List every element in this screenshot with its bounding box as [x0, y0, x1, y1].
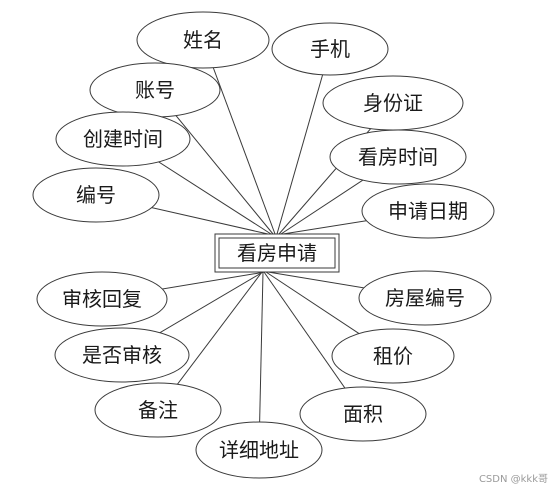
- attribute-label: 是否审核: [82, 343, 162, 367]
- entity-kanfangshenqing: 看房申请: [214, 233, 340, 273]
- connector-line-shouji: [276, 48, 331, 235]
- attribute-ellipse: [358, 270, 492, 326]
- entity-box-inner: [218, 237, 336, 269]
- attribute-shenfenzheng: 身份证: [322, 75, 464, 131]
- attribute-label: 手机: [310, 37, 350, 61]
- attribute-zhanghao: 账号: [89, 62, 221, 118]
- attribute-label: 面积: [343, 402, 383, 426]
- attribute-ellipse: [36, 271, 168, 327]
- attribute-xingming: 姓名: [136, 11, 270, 69]
- attribute-bianhao: 编号: [32, 167, 160, 223]
- attribute-shenqingriqi: 申请日期: [361, 183, 495, 239]
- attribute-shouji: 手机: [271, 22, 389, 76]
- entity-box: [214, 233, 340, 273]
- attribute-label: 姓名: [183, 28, 223, 52]
- attribute-label: 创建时间: [83, 127, 163, 151]
- attribute-xiangxidizhi: 详细地址: [195, 421, 323, 479]
- attribute-label: 账号: [135, 78, 175, 102]
- connector-line-xiangxidizhi: [258, 271, 264, 451]
- attribute-label: 看房时间: [358, 145, 438, 169]
- attribute-label: 房屋编号: [385, 286, 465, 310]
- attribute-label: 备注: [138, 398, 178, 422]
- attribute-label: 申请日期: [388, 199, 468, 223]
- attribute-ellipse: [195, 421, 323, 479]
- attribute-ellipse: [136, 11, 270, 69]
- attribute-ellipse: [55, 111, 191, 167]
- watermark-text: CSDN @kkk哥: [479, 473, 548, 485]
- attribute-zujia: 租价: [331, 328, 455, 384]
- attribute-ellipse: [361, 183, 495, 239]
- attribute-label: 租价: [373, 344, 413, 368]
- attribute-ellipse: [271, 22, 389, 76]
- attribute-ellipse: [331, 328, 455, 384]
- attribute-ellipse: [54, 327, 190, 383]
- attribute-ellipse: [94, 382, 222, 438]
- attribute-label: 编号: [76, 183, 116, 207]
- attribute-chuangjianshijian: 创建时间: [55, 111, 191, 167]
- attribute-ellipse: [299, 386, 427, 442]
- attribute-mianji: 面积: [299, 386, 427, 442]
- attribute-beizhu: 备注: [94, 382, 222, 438]
- attribute-ellipse: [329, 129, 467, 185]
- attribute-label: 身份证: [363, 91, 423, 115]
- attribute-kanfangshijian: 看房时间: [329, 129, 467, 185]
- attribute-fangwubianhao: 房屋编号: [358, 270, 492, 326]
- attribute-label: 审核回复: [62, 287, 142, 311]
- attribute-label: 详细地址: [219, 438, 299, 462]
- attribute-shenhehuifu: 审核回复: [36, 271, 168, 327]
- entity-label: 看房申请: [237, 241, 317, 265]
- attribute-shifoushenhe: 是否审核: [54, 327, 190, 383]
- connector-line-xingming: [202, 39, 276, 235]
- attribute-ellipse: [32, 167, 160, 223]
